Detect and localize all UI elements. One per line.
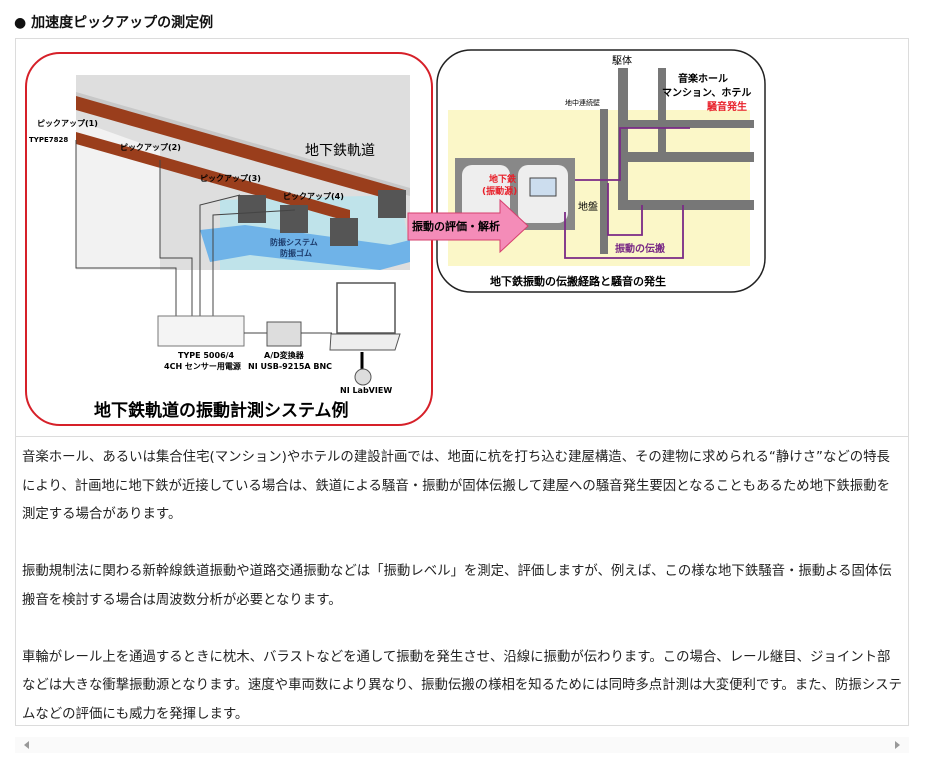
measurement-diagram: ピックアップ(1) TYPE7828 ピックアップ(2) ピックアップ(3) ピ…: [25, 49, 766, 426]
source-label-1: 地下鉄: [489, 173, 517, 185]
sensor-cables: [75, 140, 296, 325]
laptop-icon: [329, 282, 401, 351]
track-label: 地下鉄軌道: [305, 143, 375, 159]
isolation-label-2: 防振ゴム: [280, 248, 312, 258]
description-text: 音楽ホール、あるいは集合住宅(マンション)やホテルの建設計画では、地面に杭を打ち…: [22, 444, 902, 758]
scroll-left-icon[interactable]: [24, 741, 29, 749]
pickup4-label: ピックアップ(4): [283, 191, 344, 201]
left-panel-title: 地下鉄軌道の振動計測システム例: [94, 400, 349, 421]
scroll-right-icon[interactable]: [895, 741, 900, 749]
building-label-2: マンション、ホテル: [662, 87, 751, 99]
adc-model-label: NI USB-9215A BNC: [248, 362, 332, 371]
isolation-layer: [200, 225, 410, 270]
power-supply-box: [157, 315, 245, 347]
pickup1-label: ピックアップ(1): [37, 118, 98, 128]
horizontal-scrollbar[interactable]: [15, 737, 909, 753]
paragraph: 振動規制法に関わる新幹線鉄道振動や道路交通振動などは「振動レベル」を測定、評価し…: [22, 564, 892, 608]
pickup3-label: ピックアップ(3): [200, 173, 261, 183]
right-panel-title: 地下鉄振動の伝搬経路と騒音の発生: [490, 274, 666, 288]
noise-label: 騒音発生: [706, 100, 747, 113]
building-label-1: 音楽ホール: [678, 72, 728, 85]
propagation-label: 振動の伝搬: [615, 242, 665, 255]
rail-2: [76, 132, 350, 222]
paragraph: 車輪がレール上を通過するときに枕木、バラストなどを通して振動を発生させ、沿線に振…: [22, 649, 902, 722]
adc-name-label: A/D変換器: [264, 350, 305, 360]
content-table: ピックアップ(1) TYPE7828 ピックアップ(2) ピックアップ(3) ピ…: [15, 38, 909, 726]
adc-device: [266, 321, 302, 347]
propagation-arrows: [564, 127, 690, 259]
paragraph: 音楽ホール、あるいは集合住宅(マンション)やホテルの建設計画では、地面に杭を打ち…: [22, 450, 890, 522]
section-heading: ● 加速度ピックアップの測定例: [14, 15, 214, 31]
wall-label: 地中連続壁: [565, 98, 600, 107]
rail-1: [76, 96, 405, 204]
train-icon: [529, 177, 557, 197]
isolation-label-1: 防振システム: [270, 237, 318, 247]
pickup2-label: ピックアップ(2): [120, 142, 181, 152]
power-type-label: TYPE 5006/4: [178, 351, 235, 360]
ground-label: 地盤: [578, 200, 598, 213]
building-structure: [618, 68, 754, 210]
structure-label: 駆体: [612, 55, 632, 67]
diaphragm-wall: [600, 109, 608, 254]
diagram-cell: ピックアップ(1) TYPE7828 ピックアップ(2) ピックアップ(3) ピ…: [16, 39, 908, 437]
evaluation-arrow: [407, 198, 529, 254]
evaluation-label: 振動の評価・解析: [412, 219, 500, 233]
power-name-label: 4CH センサー用電源: [164, 361, 241, 371]
cd-icon: [354, 368, 372, 386]
software-label: NI LabVIEW: [340, 386, 392, 395]
source-label-2: (振動源): [482, 185, 517, 197]
sensor-type-label: TYPE7828: [29, 136, 68, 144]
